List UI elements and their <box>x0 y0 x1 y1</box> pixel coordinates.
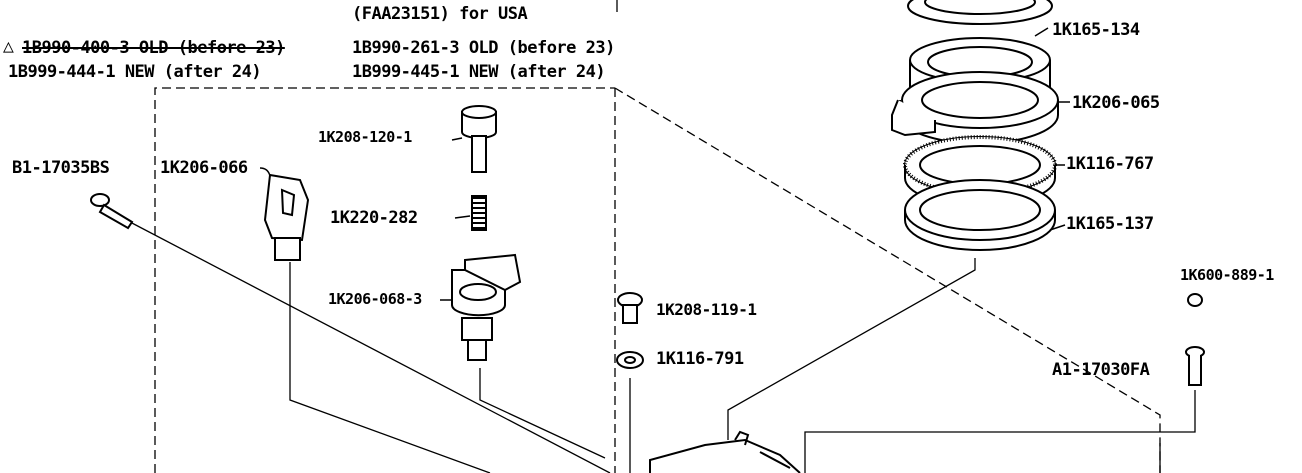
part-label-a1-17030fa: A1-17030FA <box>1052 360 1150 380</box>
screw-icon <box>90 193 134 230</box>
right-old-part: 1B990-261-3 OLD (before 23) <box>352 38 615 58</box>
right-new-part: 1B999-445-1 NEW (after 24) <box>352 62 606 82</box>
part-label-1k600-889-1: 1K600-889-1 <box>1180 266 1274 284</box>
left-old-part: 1B990-400-3 OLD (before 23) <box>22 38 285 58</box>
faa-note: (FAA23151) for USA <box>352 4 528 24</box>
washer-icon <box>616 292 644 369</box>
part-label-1k206-065: 1K206-065 <box>1072 93 1160 113</box>
ring-icon <box>891 0 1059 251</box>
part-label-1k165-134: 1K165-134 <box>1052 20 1140 40</box>
part-label-1k116-791: 1K116-791 <box>656 349 744 369</box>
screw-icon <box>1185 293 1205 386</box>
frame-lines <box>129 0 1196 473</box>
triangle-mark-icon: △ <box>3 36 14 57</box>
part-label-1k116-767: 1K116-767 <box>1066 154 1154 174</box>
part-label-1k206-066: 1K206-066 <box>160 158 248 178</box>
part-label-1k208-119-1: 1K208-119-1 <box>656 300 757 319</box>
housing-base <box>649 430 801 473</box>
clamp-icon <box>263 173 310 261</box>
left-new-part: 1B999-444-1 NEW (after 24) <box>8 62 262 82</box>
guide-block-icon <box>451 253 522 361</box>
cap-screw-icon <box>461 105 497 173</box>
part-label-1k206-068-3: 1K206-068-3 <box>328 290 422 308</box>
part-label-1k220-282: 1K220-282 <box>330 208 418 228</box>
part-label-1k165-137: 1K165-137 <box>1066 214 1154 234</box>
part-label-b1-17035bs: B1-17035BS <box>12 158 110 178</box>
part-label-1k208-120-1: 1K208-120-1 <box>318 128 412 146</box>
label-leaders <box>259 27 1070 301</box>
spring-icon <box>471 195 487 231</box>
